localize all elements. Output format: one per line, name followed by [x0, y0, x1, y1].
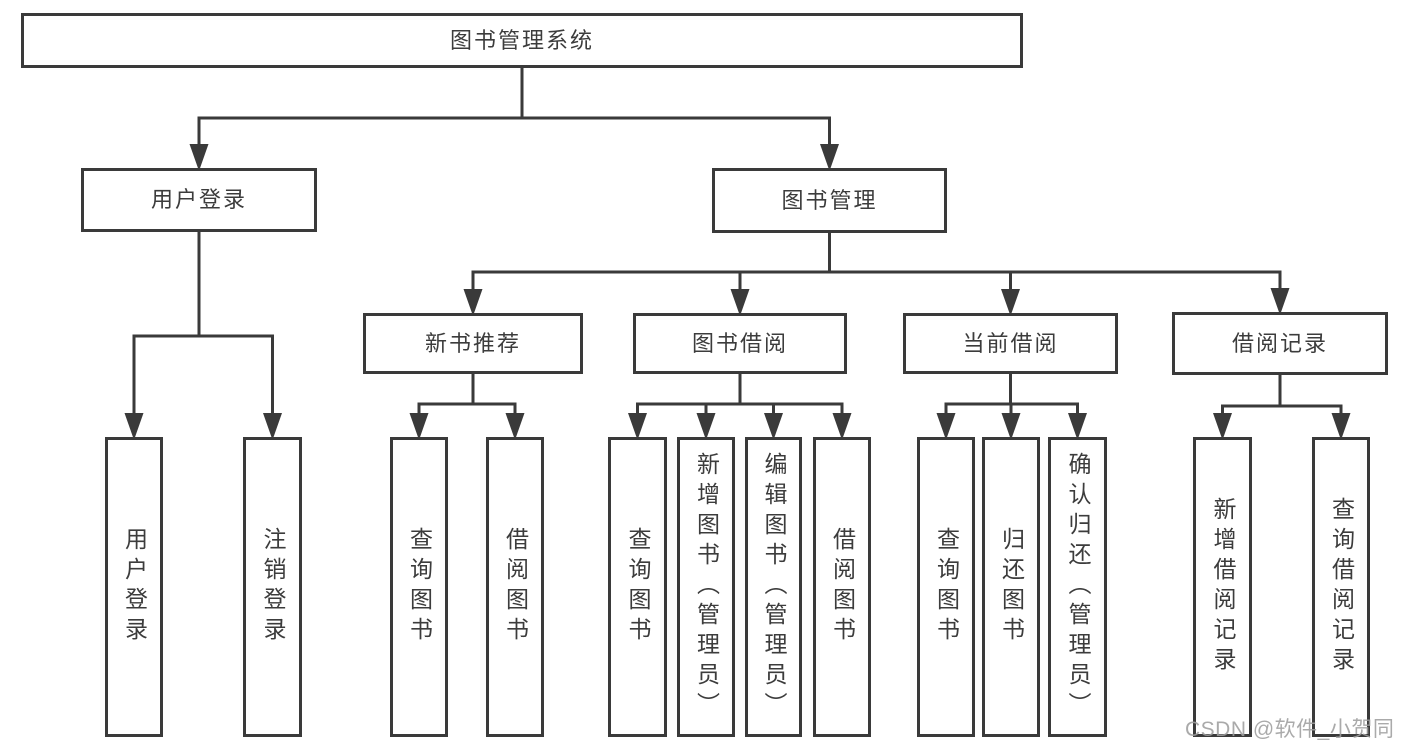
node-logout: 注销登录: [243, 437, 302, 737]
node-bb-borrow-book: 借阅图书: [813, 437, 871, 737]
node-nb-borrow-book: 借阅图书: [486, 437, 544, 737]
node-br-query-record: 查询借阅记录: [1312, 437, 1370, 737]
node-user-login: 用户登录: [105, 437, 163, 737]
csdn-watermark: CSDN @软件_小贺同学: [1185, 718, 1395, 741]
node-bb-query-book: 查询图书: [608, 437, 667, 737]
node-book-borrow: 图书借阅: [633, 313, 847, 374]
node-new-book: 新书推荐: [363, 313, 583, 374]
node-cb-query-book: 查询图书: [917, 437, 975, 737]
node-current-borrow: 当前借阅: [903, 313, 1118, 374]
node-book-mgmt: 图书管理: [712, 168, 947, 233]
node-bb-edit-book: 编辑图书（管理员）: [745, 437, 802, 737]
node-root: 图书管理系统: [21, 13, 1023, 68]
node-nb-query-book: 查询图书: [390, 437, 448, 737]
node-br-add-record: 新增借阅记录: [1193, 437, 1252, 737]
node-cb-confirm-return: 确认归还（管理员）: [1048, 437, 1107, 737]
node-borrow-records: 借阅记录: [1172, 312, 1388, 375]
node-bb-add-book: 新增图书（管理员）: [677, 437, 735, 737]
node-user-login-group: 用户登录: [81, 168, 317, 232]
node-cb-return-book: 归还图书: [982, 437, 1040, 737]
